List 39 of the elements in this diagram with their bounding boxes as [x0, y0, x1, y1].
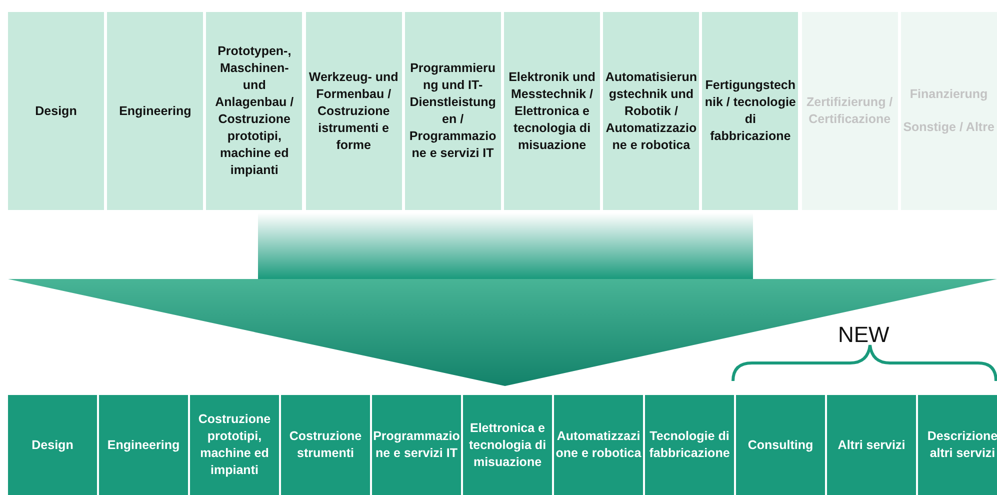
- category-box: [463, 395, 552, 495]
- category-text: Costruzione prototipi, machine ed impianti: [197, 411, 272, 479]
- category-box: [8, 395, 97, 495]
- category-text: Descrizione altri servizi: [926, 428, 997, 462]
- category-text: Werkzeug- und Formenbau / Costruzione istrumenti e forme: [308, 68, 400, 154]
- category-box: [372, 395, 461, 495]
- category-text: Programmazione e servizi IT: [373, 428, 460, 462]
- category-box: [827, 395, 916, 495]
- category-box: [306, 12, 402, 210]
- category-text: Consulting: [748, 436, 814, 454]
- category-box: [99, 395, 188, 495]
- category-box: [554, 395, 643, 495]
- category-box: [918, 395, 997, 495]
- category-text: Automatisierungstechnik und Robotik / Automatizzazione e robotica: [605, 68, 698, 154]
- category-text: Tecnologie di fabbricazione: [648, 428, 731, 462]
- category-text: Programmierung und IT-Dienstleistungen / Programmazione e servizi IT: [408, 60, 498, 162]
- new-label: NEW: [838, 321, 890, 349]
- category-text: Prototypen-, Maschinen- und Anlagenbau / Costruzione prototipi, machine ed impianti: [214, 43, 295, 179]
- category-box: [206, 12, 302, 210]
- category-box: [404, 12, 501, 210]
- category-text: Automatizzazione e robotica: [555, 428, 642, 462]
- category-text: Fertigungstechnik / tecnologie di fabbricazione: [704, 77, 796, 145]
- category-box: [281, 395, 370, 495]
- category-box: [190, 395, 279, 495]
- category-text: Elektronik und Messtechnik / Elettronica e tecnologia di misuazione: [508, 68, 596, 154]
- category-text: Design: [35, 102, 77, 120]
- category-box: [603, 12, 700, 210]
- category-text: Engineering: [119, 102, 192, 120]
- category-text: Elettronica e tecnologia di misuazione: [468, 420, 548, 470]
- category-text: Altri servizi: [838, 436, 906, 454]
- category-text: Engineering: [107, 436, 180, 454]
- category-text: Design: [32, 436, 74, 454]
- category-box: [702, 12, 798, 210]
- category-box: [8, 12, 104, 210]
- category-box: [107, 12, 204, 210]
- category-box: [645, 395, 734, 495]
- category-box: [504, 12, 600, 210]
- category-text: Costruzione strumenti: [288, 428, 363, 462]
- category-box: [736, 395, 825, 495]
